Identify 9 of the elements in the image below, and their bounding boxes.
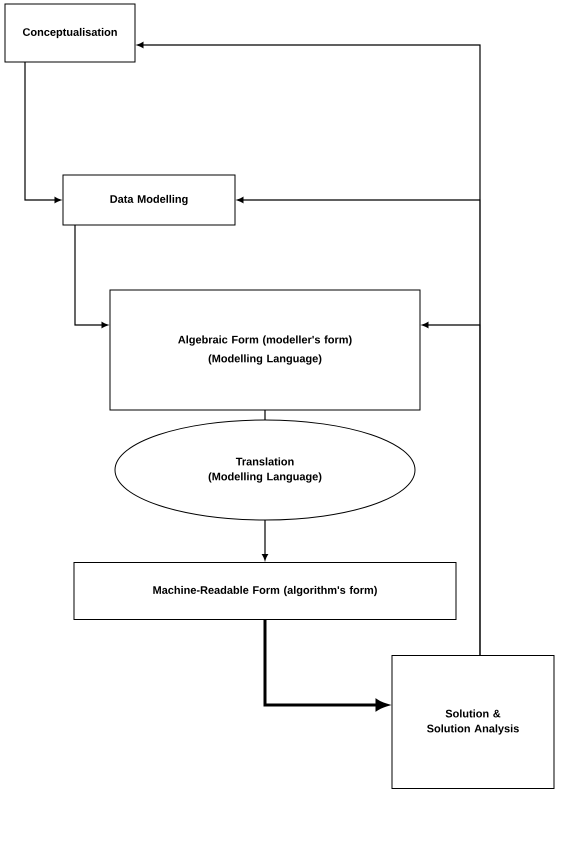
process-box: Solution & Solution Analysis xyxy=(392,655,554,789)
process-box: Data Modelling xyxy=(62,174,236,226)
arrow xyxy=(74,226,108,328)
arrow xyxy=(422,322,481,655)
process-box: Conceptualisation xyxy=(4,4,136,62)
process-box: Machine-Readable Form (algorithm's form) xyxy=(74,562,456,620)
arrow xyxy=(262,520,268,560)
arrow xyxy=(24,62,61,203)
process-box: Algebraic Form (modeller's form) (Modelling Language) xyxy=(110,290,420,410)
